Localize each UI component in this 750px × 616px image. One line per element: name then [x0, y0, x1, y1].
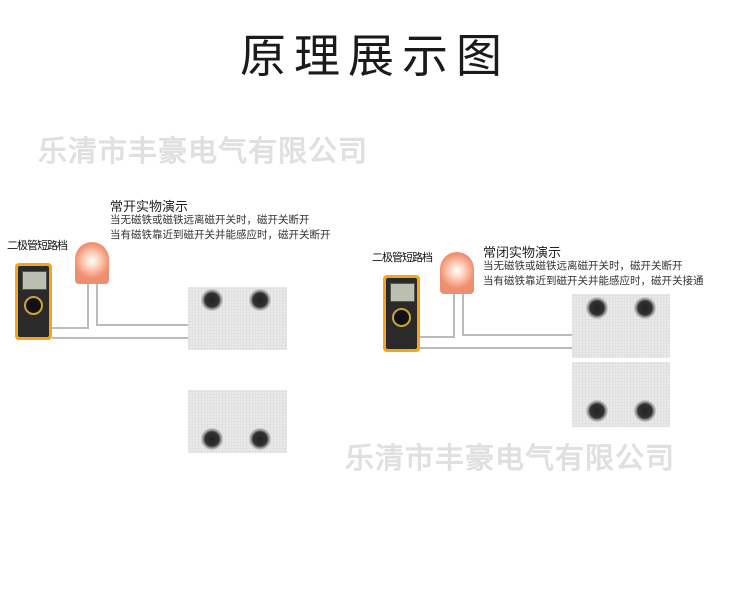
reed-switch-block — [188, 287, 287, 350]
demo-desc-1: 当无磁铁或磁铁远离磁开关时，磁开关断开 — [483, 260, 683, 272]
led-icon — [440, 252, 474, 294]
wire — [52, 337, 189, 339]
wire — [420, 336, 454, 338]
meter-mode-label: 二极管短路档 — [372, 251, 433, 264]
magnet-block — [188, 390, 287, 453]
led-leg — [462, 292, 464, 335]
wire — [52, 327, 88, 329]
multimeter — [383, 275, 420, 352]
magnet-block — [572, 362, 670, 427]
watermark: 乐清市丰豪电气有限公司 — [38, 134, 369, 168]
page-title: 原理展示图 — [240, 29, 510, 83]
demo-title: 常闭实物演示 — [483, 246, 562, 261]
demo-title: 常开实物演示 — [110, 200, 189, 215]
wire — [96, 324, 189, 326]
wire — [462, 334, 573, 336]
watermark: 乐清市丰豪电气有限公司 — [345, 441, 676, 475]
demo-desc-1: 当无磁铁或磁铁远离磁开关时，磁开关断开 — [110, 214, 310, 226]
demo-desc-2: 当有磁铁靠近到磁开关并能感应时，磁开关接通 — [483, 275, 704, 287]
led-leg — [87, 283, 89, 329]
led-icon — [75, 242, 109, 284]
led-leg — [453, 292, 455, 338]
demo-desc-2: 当有磁铁靠近到磁开关并能感应时，磁开关断开 — [110, 229, 331, 241]
reed-switch-block — [572, 294, 670, 358]
meter-mode-label: 二极管短路档 — [7, 239, 68, 252]
led-leg — [96, 283, 98, 325]
wire — [420, 347, 573, 349]
multimeter — [15, 263, 52, 340]
